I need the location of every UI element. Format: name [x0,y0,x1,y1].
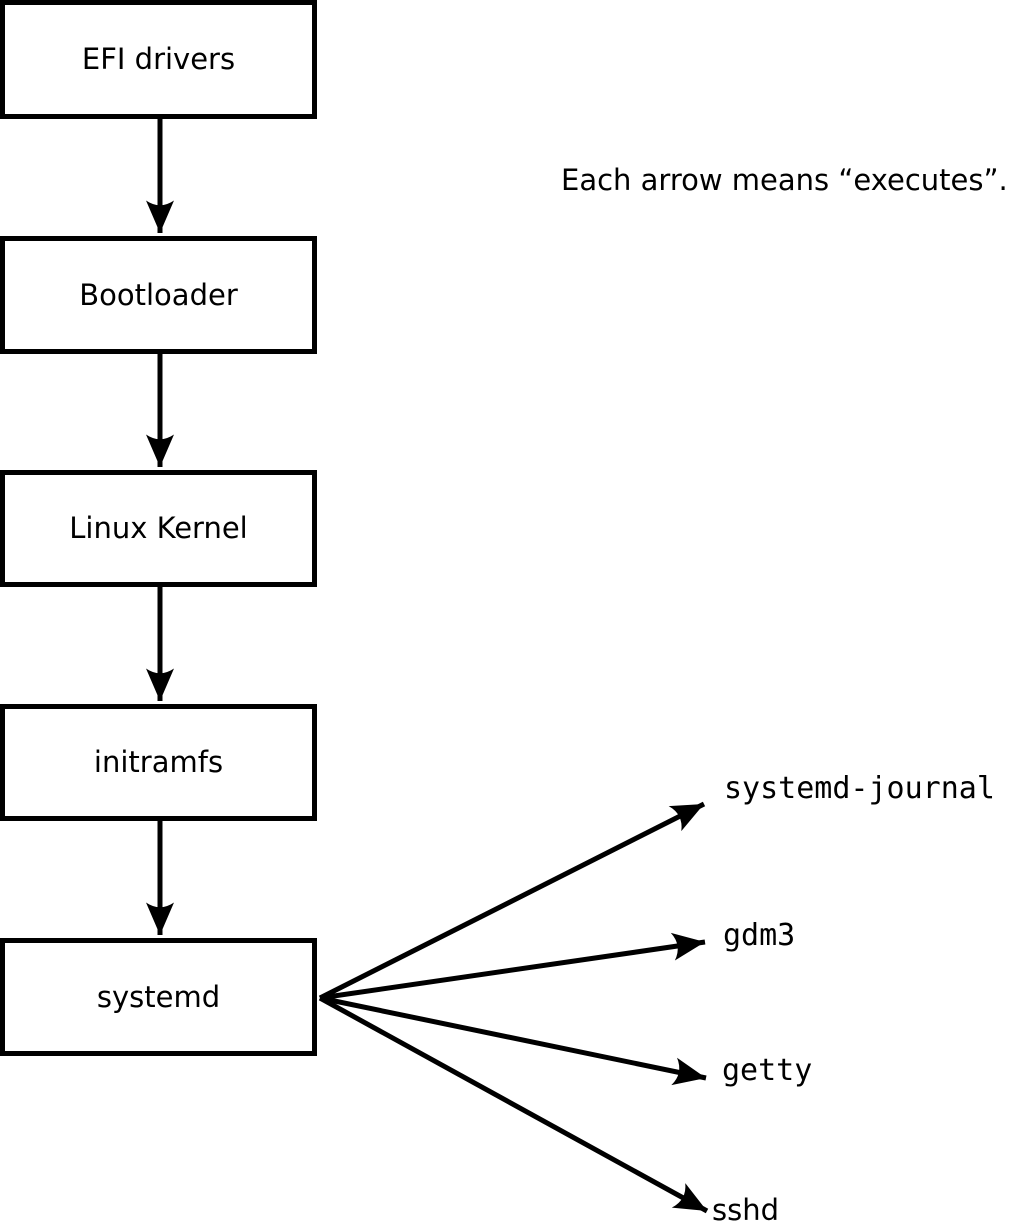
arrow-systemd-to-journal [318,801,706,1001]
node-label-efi-drivers: EFI drivers [81,42,236,77]
node-box-efi-drivers [0,0,317,119]
spawn-label-systemd-journal: systemd-journal [724,771,995,806]
node-box-initramfs [0,704,317,821]
node-box-systemd [0,938,317,1056]
node-box-linux-kernel [0,470,317,587]
node-label-bootloader: Bootloader [79,277,238,312]
spawn-label-getty: getty [722,1053,813,1088]
spawn-label-gdm3: gdm3 [723,918,796,953]
arrow-systemd-to-gdm3 [319,932,706,1001]
node-label-initramfs: initramfs [93,745,224,780]
spawn-label-sshd: sshd [712,1193,780,1227]
node-label-systemd: systemd [96,979,221,1014]
node-label-linux-kernel: Linux Kernel [69,511,248,546]
legend-caption: Each arrow means “executes”. [561,163,1008,197]
node-box-bootloader [0,236,317,354]
arrow-systemd-to-sshd [318,995,709,1214]
arrow-systemd-to-getty [319,995,707,1086]
